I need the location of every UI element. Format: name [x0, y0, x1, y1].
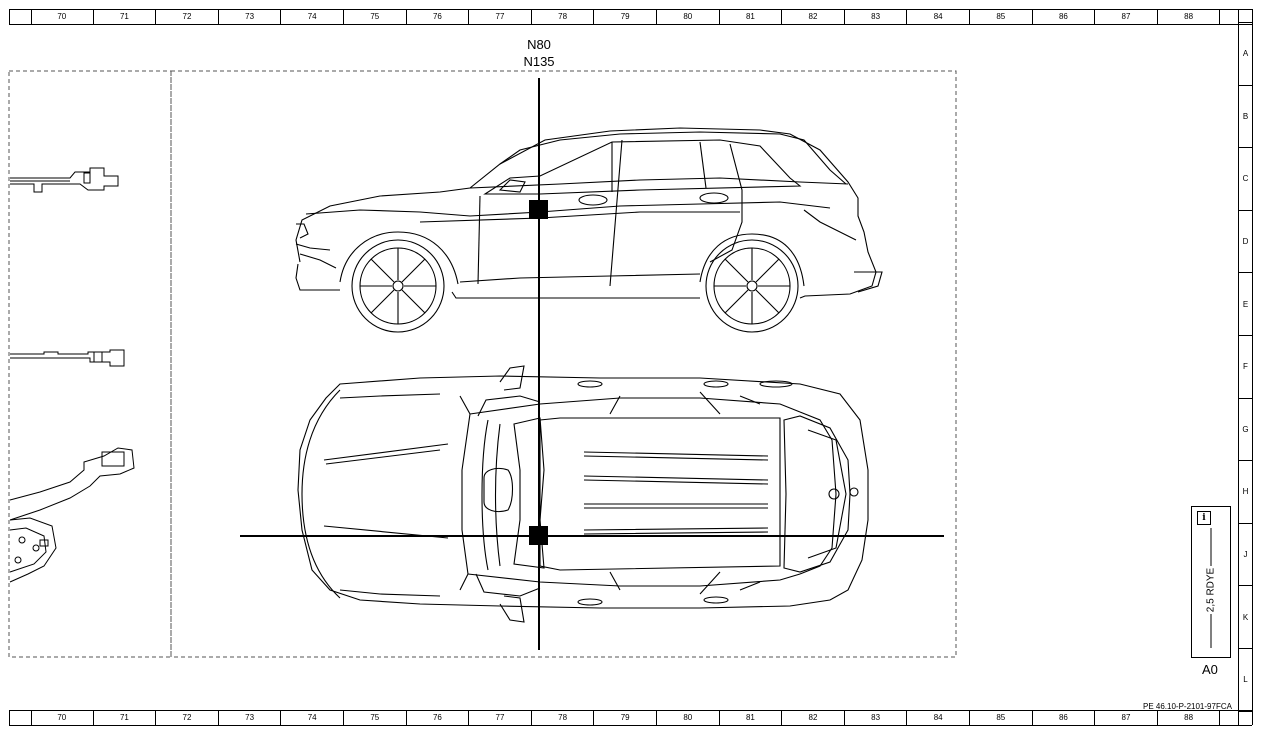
ruler-cell-corner: [1239, 9, 1252, 23]
vehicle-top-view: [297, 365, 869, 623]
column-number: 71: [94, 711, 157, 725]
column-number: 72: [156, 10, 219, 24]
harness-detail-middle: [10, 349, 125, 367]
column-number: 86: [1033, 10, 1096, 24]
harness-detail-lower: [9, 447, 135, 583]
info-icon[interactable]: i: [1197, 511, 1211, 525]
column-number: 84: [907, 711, 970, 725]
wire-info-box: [1191, 506, 1231, 658]
column-number: 78: [532, 10, 595, 24]
column-number: 83: [845, 711, 908, 725]
column-number: 87: [1095, 10, 1158, 24]
left-detail-box: [8, 70, 172, 658]
column-number: 70: [31, 10, 94, 24]
column-number: 73: [219, 711, 282, 725]
row-letter: C: [1239, 148, 1252, 211]
component-marker-side-view: [529, 200, 548, 219]
column-number: 77: [469, 711, 532, 725]
column-number: 81: [720, 711, 783, 725]
component-marker-top-view: [529, 526, 548, 545]
ruler-cell-partial: [10, 10, 32, 24]
row-letter: K: [1239, 586, 1252, 649]
row-letter: G: [1239, 399, 1252, 462]
column-number: 76: [407, 711, 470, 725]
column-number: 79: [594, 711, 657, 725]
vehicle-view-box: [170, 70, 957, 658]
column-number: 73: [219, 10, 282, 24]
column-number: 83: [845, 10, 908, 24]
column-number: 85: [970, 711, 1033, 725]
column-number: 79: [594, 10, 657, 24]
column-number: 87: [1095, 711, 1158, 725]
column-number: 81: [720, 10, 783, 24]
row-letter: A: [1239, 23, 1252, 86]
row-letter: D: [1239, 211, 1252, 274]
location-crosshair: [240, 78, 944, 650]
column-number: 71: [94, 10, 157, 24]
row-letter: B: [1239, 86, 1252, 149]
column-number: 72: [156, 711, 219, 725]
column-number: 86: [1033, 711, 1096, 725]
harness-detail-upper: [10, 167, 119, 193]
column-number: 88: [1158, 10, 1221, 24]
row-letter: H: [1239, 461, 1252, 524]
row-letter: J: [1239, 524, 1252, 587]
column-number: 88: [1158, 711, 1221, 725]
document-number: PE 46.10-P-2101-97FCA: [1143, 702, 1232, 711]
column-number: 78: [532, 711, 595, 725]
column-number: 82: [782, 10, 845, 24]
column-number: 80: [657, 711, 720, 725]
column-number: 76: [407, 10, 470, 24]
row-letter: E: [1239, 273, 1252, 336]
column-number: 80: [657, 10, 720, 24]
column-number: 70: [31, 711, 94, 725]
component-label-n135: N135: [523, 54, 555, 69]
row-letter: F: [1239, 336, 1252, 399]
column-number: 74: [281, 711, 344, 725]
column-number: 75: [344, 711, 407, 725]
column-number: 74: [281, 10, 344, 24]
ruler-cell-partial: [10, 711, 32, 725]
wire-label: 2,5 RDYE: [1205, 567, 1217, 613]
column-number: 77: [469, 10, 532, 24]
row-letter: L: [1239, 649, 1252, 712]
column-number: 85: [970, 10, 1033, 24]
vehicle-side-view: [295, 127, 883, 333]
column-number: 82: [782, 711, 845, 725]
column-number: 75: [344, 10, 407, 24]
component-label-n80: N80: [527, 37, 551, 52]
location-code: A0: [1202, 662, 1218, 677]
column-number: 84: [907, 10, 970, 24]
